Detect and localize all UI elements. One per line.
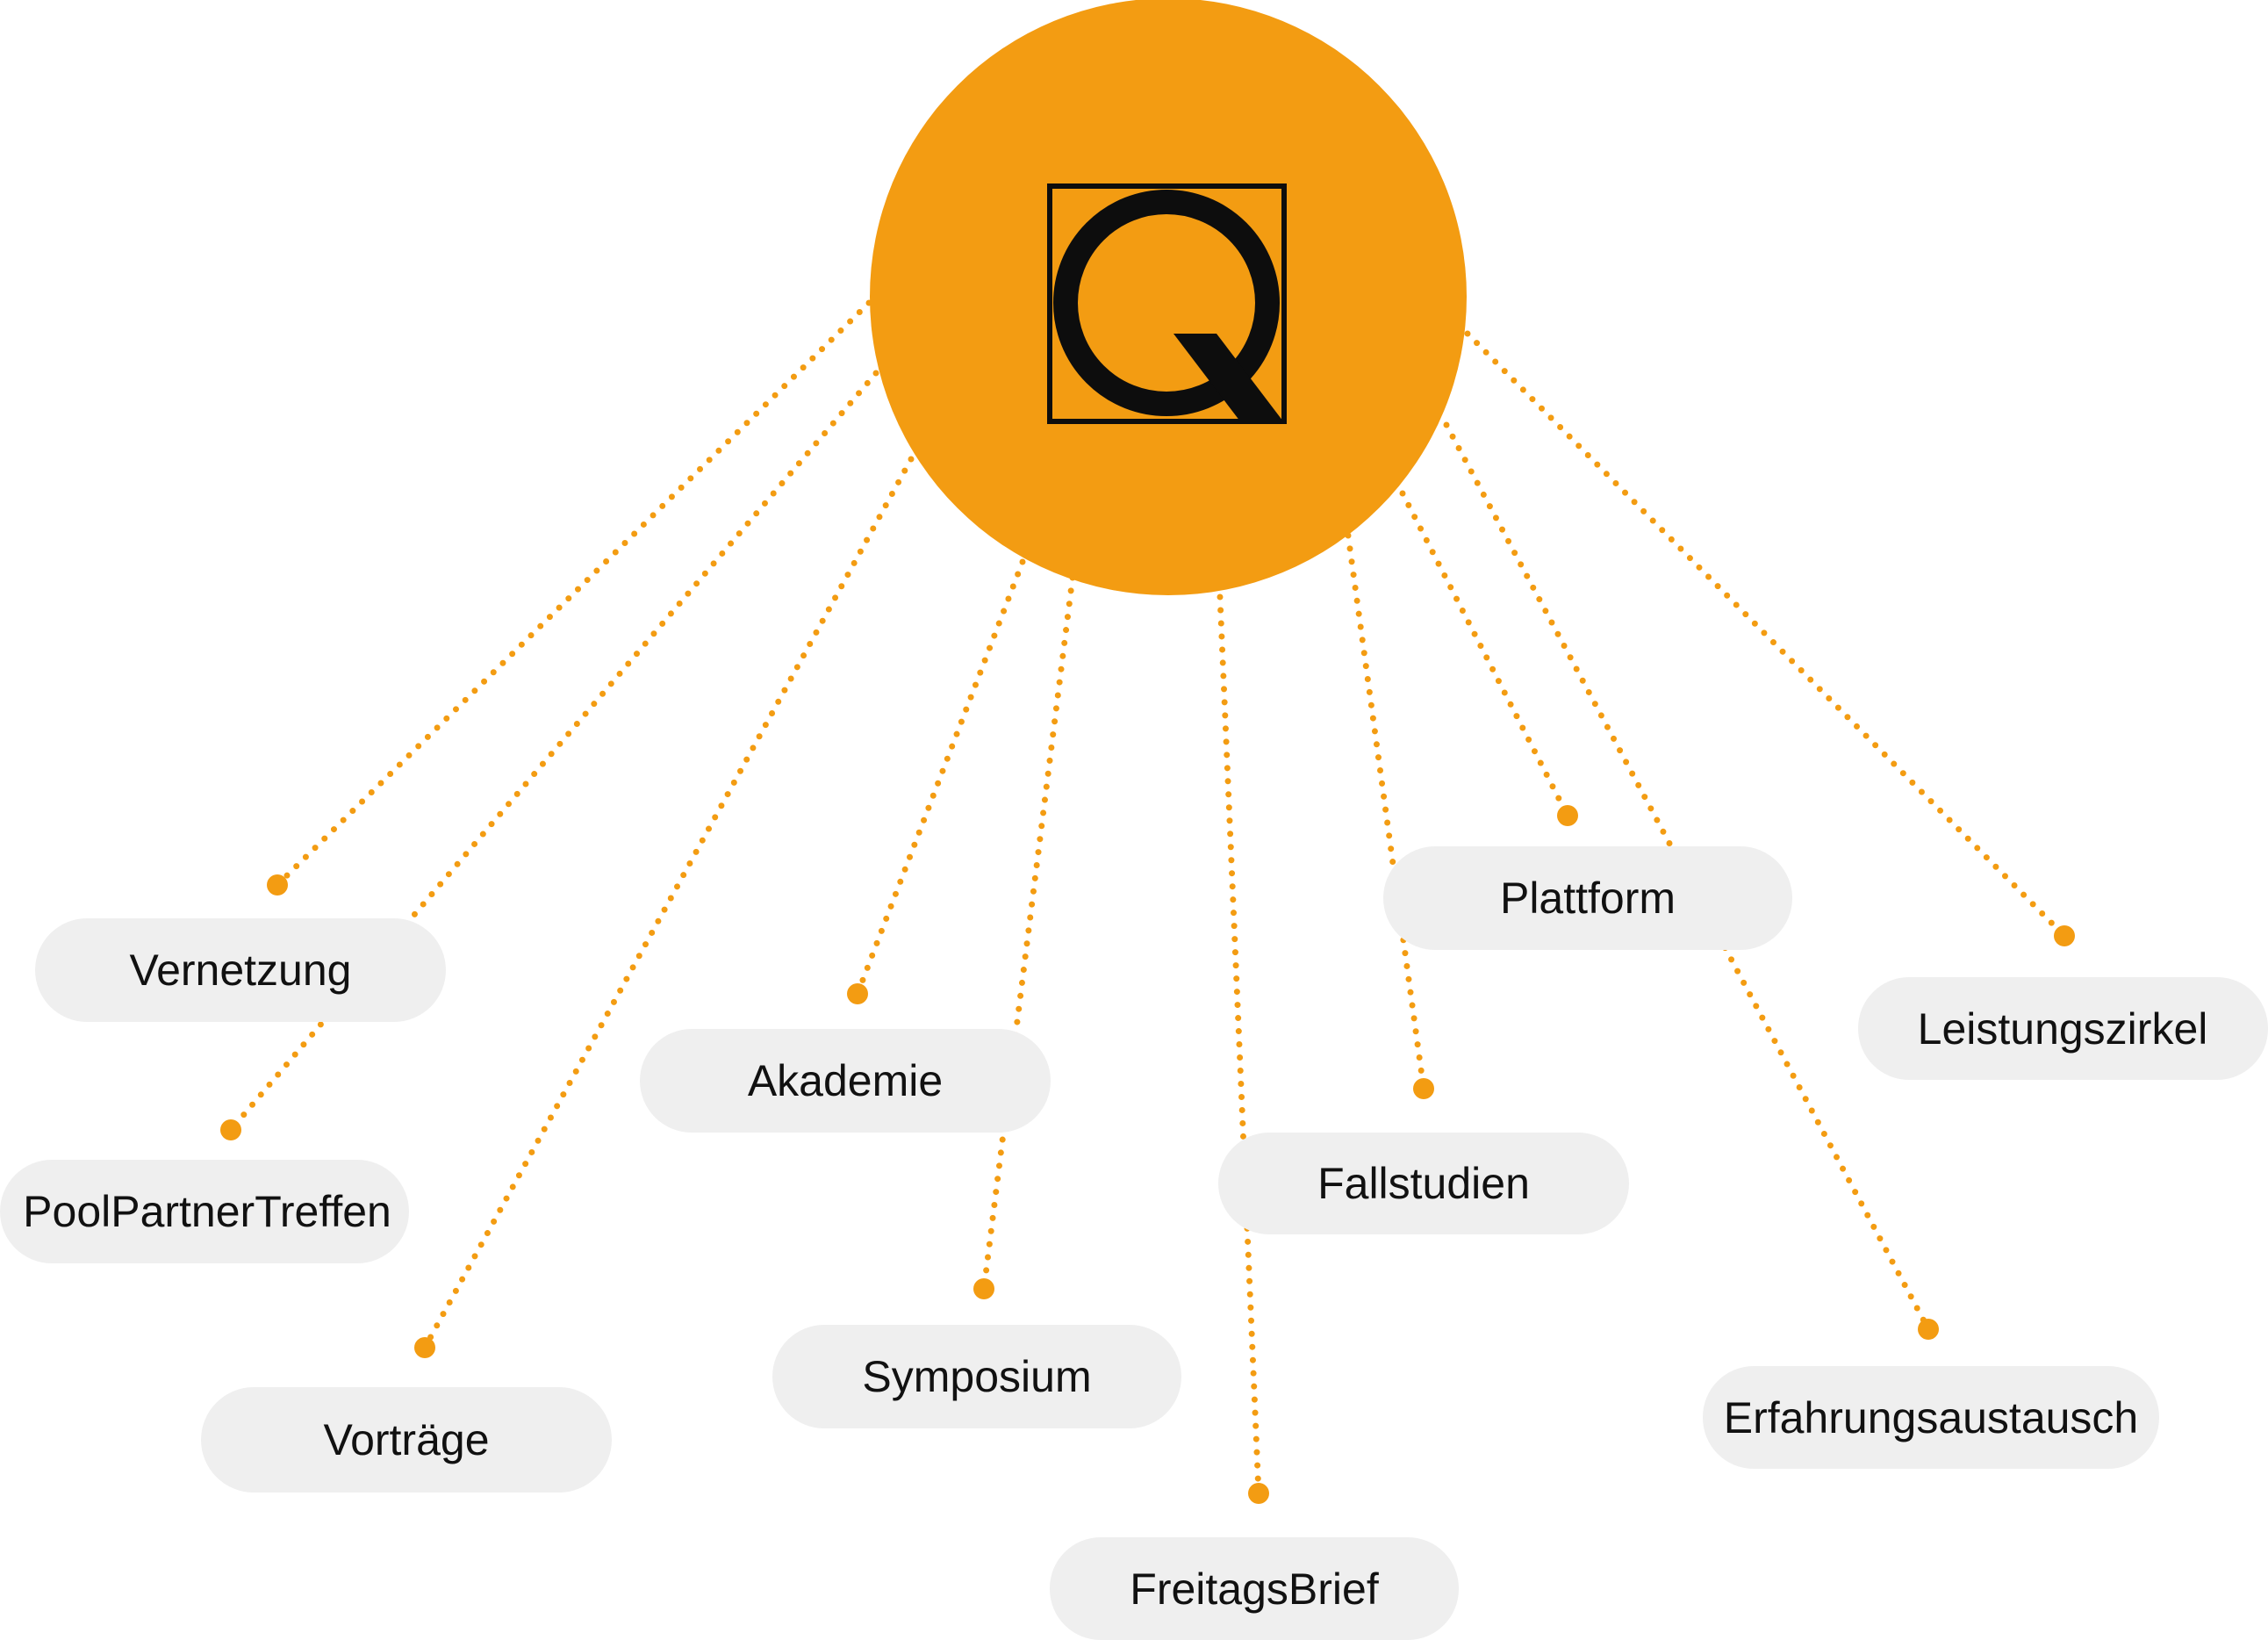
node-symposium[interactable]: Symposium xyxy=(772,1325,1181,1428)
node-label: Symposium xyxy=(862,1352,1091,1401)
pill-background xyxy=(1218,1133,1629,1234)
pill-background xyxy=(1703,1366,2159,1469)
node-pills: Vernetzung PoolPartnerTreffen Vorträge A… xyxy=(0,846,2268,1640)
endpoint-dot-poolpartnertreffen xyxy=(220,1119,241,1140)
pill-background xyxy=(0,1160,409,1263)
node-vernetzung[interactable]: Vernetzung xyxy=(35,918,446,1022)
endpoint-dot-plattform xyxy=(1557,805,1578,826)
node-fallstudien[interactable]: Fallstudien xyxy=(1218,1133,1629,1234)
endpoint-dot-freitagsbrief xyxy=(1248,1483,1269,1504)
endpoint-dot-vernetzung xyxy=(267,874,288,896)
connector-akademie xyxy=(854,558,1026,997)
pill-background xyxy=(772,1325,1181,1428)
connector-plattform xyxy=(1399,490,1571,819)
endpoint-dot-vortraege xyxy=(414,1337,435,1358)
node-label: Leistungszirkel xyxy=(1918,1004,2208,1054)
q-square-logo-icon xyxy=(1047,183,1287,424)
node-label: Plattform xyxy=(1500,874,1676,923)
pill-background xyxy=(640,1029,1051,1133)
connector-vernetzung xyxy=(274,299,872,888)
pill-background xyxy=(1858,977,2268,1080)
node-label: Vernetzung xyxy=(130,946,352,995)
node-label: Vorträge xyxy=(323,1415,489,1464)
pill-background xyxy=(1050,1537,1459,1640)
node-poolpartnertreffen[interactable]: PoolPartnerTreffen xyxy=(0,1160,409,1263)
pill-background xyxy=(201,1387,612,1493)
node-erfahrungsaustausch[interactable]: Erfahrungsaustausch xyxy=(1703,1366,2159,1469)
node-plattform[interactable]: Plattform xyxy=(1383,846,1792,950)
pill-background xyxy=(35,918,446,1022)
endpoint-dot-leistungszirkel xyxy=(2054,925,2075,946)
endpoint-dot-fallstudien xyxy=(1413,1078,1434,1099)
node-label: Fallstudien xyxy=(1317,1159,1530,1208)
connector-symposium xyxy=(980,574,1076,1292)
node-akademie[interactable]: Akademie xyxy=(640,1029,1051,1133)
node-label: FreitagsBrief xyxy=(1130,1564,1379,1614)
node-freitagsbrief[interactable]: FreitagsBrief xyxy=(1050,1537,1459,1640)
center-hub[interactable] xyxy=(870,0,1467,595)
pill-background xyxy=(1383,846,1792,950)
endpoint-dot-akademie xyxy=(847,983,868,1004)
connector-leistungszirkel xyxy=(1464,330,2068,939)
node-label: PoolPartnerTreffen xyxy=(23,1187,391,1236)
node-label: Erfahrungsaustausch xyxy=(1724,1393,2139,1442)
endpoint-dot-erfahrungsaustausch xyxy=(1918,1319,1939,1340)
hub-circle xyxy=(870,0,1467,595)
endpoints xyxy=(220,805,2075,1504)
node-vortraege[interactable]: Vorträge xyxy=(201,1387,612,1493)
endpoint-dot-symposium xyxy=(973,1278,994,1299)
node-leistungszirkel[interactable]: Leistungszirkel xyxy=(1858,977,2268,1080)
connector-freitagsbrief xyxy=(1217,593,1262,1497)
node-label: Akademie xyxy=(748,1056,943,1105)
connector-fallstudien xyxy=(1345,532,1427,1092)
connector-vortraege xyxy=(421,456,915,1351)
